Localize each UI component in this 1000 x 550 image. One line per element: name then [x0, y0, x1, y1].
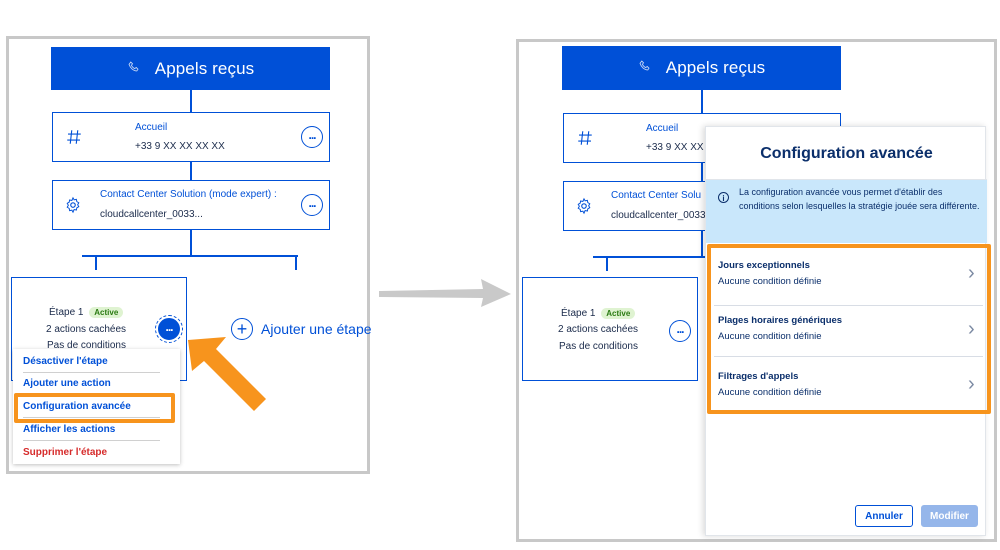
node-number: +33 9 XX XX XX XX	[135, 141, 225, 152]
step-more-button[interactable]: ...	[158, 318, 180, 340]
phone-icon	[127, 59, 141, 79]
menu-item-add-action[interactable]: Ajouter une action	[23, 378, 111, 389]
header-title: Appels reçus	[154, 58, 255, 78]
phone-icon	[638, 58, 652, 78]
step-title: Étape 1 Active	[561, 308, 636, 319]
menu-item-show-actions[interactable]: Afficher les actions	[23, 424, 116, 435]
info-icon: i	[718, 192, 729, 203]
row-subtitle: Aucune condition définie	[718, 387, 822, 398]
info-text: La configuration avancée vous permet d'é…	[739, 187, 980, 211]
highlight-box	[707, 244, 991, 414]
callout-arrow	[188, 337, 266, 411]
node-title: Contact Center Solution (mode expert) :	[100, 189, 277, 200]
connector	[82, 255, 298, 257]
row-subtitle: Aucune condition définie	[718, 331, 822, 342]
gear-icon	[575, 197, 593, 220]
add-step-label: Ajouter une étape	[261, 321, 372, 337]
row-title: Plages horaires génériques	[718, 315, 843, 326]
right-header: Appels reçus	[562, 46, 841, 90]
conditions-text: Pas de conditions	[47, 340, 126, 351]
info-banner: i La configuration avancée vous permet d…	[706, 180, 987, 243]
hidden-actions-text: 2 actions cachées	[558, 324, 639, 335]
connector	[606, 256, 608, 271]
conditions-text: Pas de conditions	[559, 341, 638, 352]
node-title: Contact Center Solu	[611, 190, 702, 201]
connector	[190, 90, 192, 112]
node-title: Accueil	[135, 122, 168, 133]
submit-button[interactable]: Modifier	[921, 505, 978, 527]
header-title: Appels reçus	[665, 58, 766, 77]
connector	[593, 256, 705, 258]
menu-item-advanced-config[interactable]: Configuration avancée	[23, 401, 131, 412]
node-value: cloudcallcenter_0033...	[611, 210, 714, 221]
hash-icon	[65, 128, 83, 151]
node-title: Accueil	[646, 123, 679, 134]
chevron-right-icon: ›	[968, 373, 975, 395]
row-title: Jours exceptionnels	[718, 260, 810, 271]
connector	[190, 230, 192, 255]
connector	[701, 90, 703, 113]
hidden-actions-text: 2 actions cachées	[46, 324, 127, 335]
connector	[701, 231, 703, 256]
connector	[95, 255, 97, 270]
plus-icon: +	[231, 318, 253, 340]
highlight-box	[14, 393, 175, 423]
gear-icon	[64, 196, 82, 219]
divider	[714, 305, 983, 306]
row-title: Filtrages d'appels	[718, 371, 799, 382]
cancel-button[interactable]: Annuler	[855, 505, 913, 527]
left-header: Appels reçus	[51, 47, 330, 90]
menu-item-delete[interactable]: Supprimer l'étape	[23, 447, 108, 458]
more-options-button[interactable]: ...	[301, 126, 323, 148]
condition-row-exceptional-days[interactable]: Jours exceptionnels Aucune condition déf…	[710, 249, 983, 305]
focus-ring	[155, 315, 183, 343]
chevron-right-icon: ›	[968, 318, 975, 340]
divider	[23, 372, 160, 373]
drawer-title: Configuration avancée	[760, 145, 933, 162]
menu-item-deactivate[interactable]: Désactiver l'étape	[23, 356, 108, 367]
divider	[23, 417, 160, 418]
row-subtitle: Aucune condition définie	[718, 276, 822, 287]
status-badge: Active	[89, 307, 124, 318]
condition-row-time-slots[interactable]: Plages horaires génériques Aucune condit…	[710, 306, 983, 362]
add-step-link[interactable]: + Ajouter une étape	[231, 318, 372, 340]
chevron-right-icon: ›	[968, 262, 975, 284]
divider	[706, 179, 987, 180]
divider	[714, 356, 983, 357]
node-contact-center[interactable]: Contact Center Solution (mode expert) : …	[52, 180, 330, 230]
node-value: cloudcallcenter_0033...	[100, 209, 203, 220]
connector	[295, 255, 297, 270]
divider	[23, 440, 160, 441]
connector	[701, 163, 703, 181]
hash-icon	[576, 129, 594, 152]
node-accueil[interactable]: Accueil +33 9 XX XX XX XX ...	[52, 112, 330, 162]
step-title: Étape 1 Active	[49, 307, 124, 318]
step-card[interactable]: Étape 1 Active 2 actions cachées Pas de …	[522, 277, 698, 381]
more-options-button[interactable]: ...	[301, 194, 323, 216]
status-badge: Active	[601, 308, 636, 319]
connector	[190, 162, 192, 180]
advanced-config-drawer: Configuration avancée i La configuration…	[705, 126, 987, 536]
step-more-button[interactable]: ...	[669, 320, 691, 342]
transition-arrow	[379, 279, 511, 307]
node-number: +33 9 XX XX XX XX	[646, 142, 736, 153]
condition-row-call-filtering[interactable]: Filtrages d'appels Aucune condition défi…	[710, 361, 983, 413]
step-context-menu: Désactiver l'étape Ajouter une action Co…	[13, 349, 180, 464]
